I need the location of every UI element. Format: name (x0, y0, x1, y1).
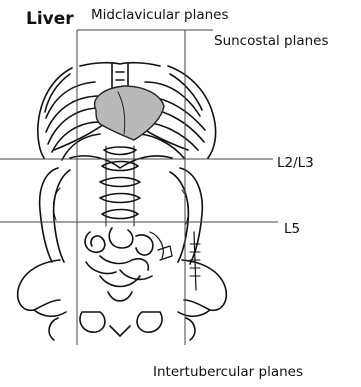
midclavicular-planes-label: Midclavicular planes (91, 9, 229, 23)
vertebral-column (100, 146, 140, 226)
intertubercular-planes-label: Intertubercular planes (153, 366, 303, 380)
l2-l3-label: L2/L3 (277, 157, 314, 171)
liver-label: Liver (26, 11, 74, 28)
liver-shape (95, 86, 164, 140)
subcostal-planes-label: Suncostal planes (214, 35, 329, 49)
colon-left (40, 168, 70, 262)
l5-label: L5 (284, 223, 300, 237)
colon-right (170, 168, 202, 264)
small-intestine (85, 228, 172, 279)
